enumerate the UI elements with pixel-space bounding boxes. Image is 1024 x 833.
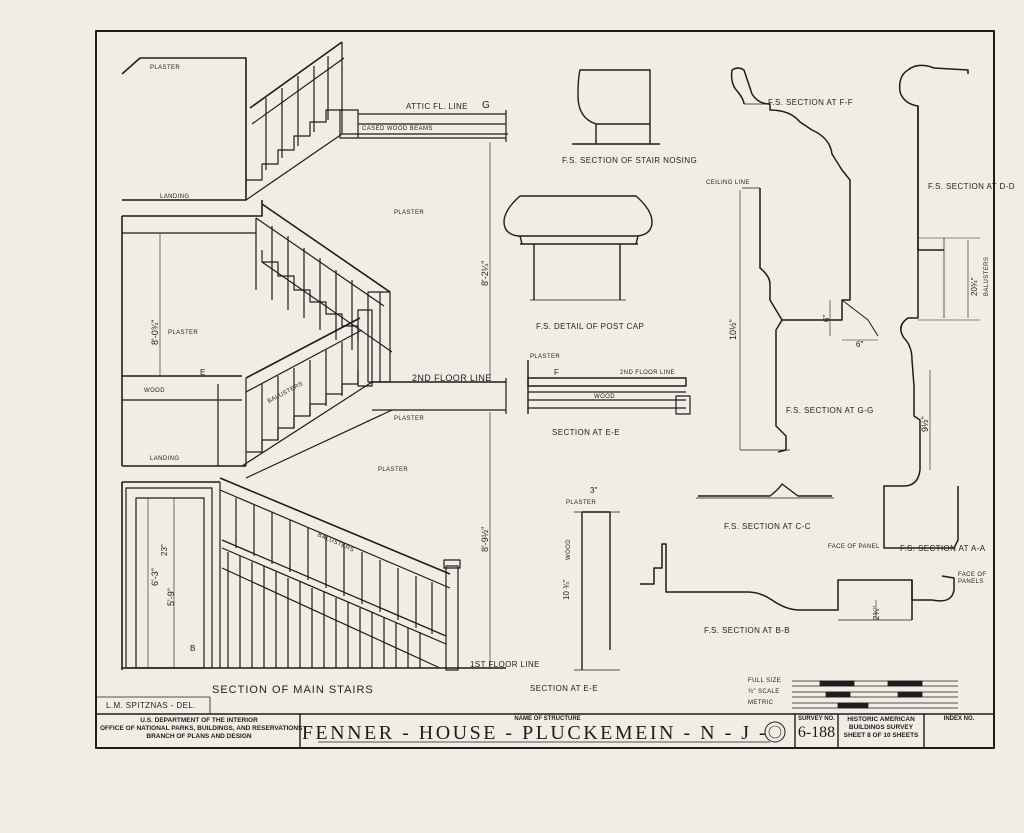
outer-border xyxy=(95,30,995,749)
scale-bars xyxy=(792,680,958,709)
dim-20-3-4: 20¾" xyxy=(970,277,979,296)
scale-three-quarter: ¾" SCALE xyxy=(748,689,780,695)
label-attic-floor-line: ATTIC FL. LINE xyxy=(406,102,468,111)
section-bb xyxy=(640,543,955,621)
caption-section-ff: F.S. SECTION AT F-F xyxy=(768,98,854,107)
caption-post-cap: F.S. DETAIL OF POST CAP xyxy=(536,322,645,331)
post-cap-detail xyxy=(503,195,653,301)
mark-b: B xyxy=(190,644,196,653)
agency-block: U.S. DEPARTMENT OF THE INTERIOR OFFICE O… xyxy=(100,717,303,741)
drawing-main-title: SECTION OF MAIN STAIRS xyxy=(212,684,374,696)
delineator: L.M. SPITZNAS - DEL. xyxy=(106,701,196,710)
habs-line-1: HISTORIC AMERICAN xyxy=(847,716,915,723)
dim-10-1-2: 10½" xyxy=(728,319,738,340)
label-wood-small: WOOD xyxy=(594,394,615,400)
label-ceiling-line: CEILING LINE xyxy=(706,180,750,186)
label-second-floor-line: 2ND FLOOR LINE xyxy=(412,373,492,383)
scale-full-size: FULL SIZE xyxy=(748,678,782,684)
dim-10-3-4: 10 ¾" xyxy=(562,579,571,600)
dim-9-1-2: 9½" xyxy=(920,416,930,432)
label-wood: WOOD xyxy=(144,388,165,394)
mark-f: F xyxy=(554,368,559,377)
caption-stair-nosing: F.S. SECTION OF STAIR NOSING xyxy=(562,156,698,165)
section-cc xyxy=(696,483,834,499)
survey-caption: SURVEY NO. xyxy=(798,716,835,722)
habs-block: HISTORIC AMERICAN BUILDINGS SURVEY SHEET… xyxy=(838,716,924,740)
caption-section-bb: F.S. SECTION AT B-B xyxy=(704,626,790,635)
label-wood-vertical: WOOD xyxy=(566,539,572,560)
label-second-floor-line-small: 2ND FLOOR LINE xyxy=(620,370,675,376)
label-plaster: PLASTER xyxy=(394,210,425,216)
habs-line-2: BUILDINGS SURVEY xyxy=(848,724,914,731)
label-face-of-panel: FACE OF PANEL xyxy=(828,544,880,550)
survey-seal xyxy=(764,721,786,743)
caption-section-cc: F.S. SECTION AT C-C xyxy=(724,522,811,531)
name-caption: NAME OF STRUCTURE xyxy=(514,716,581,722)
dim-6: 6" xyxy=(822,314,831,322)
index-caption: INDEX NO. xyxy=(943,716,975,722)
caption-section-ee-top: SECTION AT E-E xyxy=(552,428,620,437)
caption-section-gg: F.S. SECTION AT G-G xyxy=(786,406,874,415)
dim-23: 23" xyxy=(160,544,169,556)
agency-line-3: BRANCH OF PLANS AND DESIGN xyxy=(146,733,252,740)
label-plaster-small: PLASTER xyxy=(566,500,597,506)
label-landing: LANDING xyxy=(160,194,190,200)
label-plaster: PLASTER xyxy=(378,467,409,473)
dim-5-9: 5'-9" xyxy=(166,588,176,606)
survey-number: 6-188 xyxy=(797,724,836,741)
dim-2-3-4: 2¾" xyxy=(872,606,881,620)
structure-name: FENNER - HOUSE - PLUCKEMEIN - N - J - xyxy=(301,722,769,744)
section-ff-gg-profile xyxy=(730,67,879,453)
label-landing: LANDING xyxy=(150,456,180,462)
section-ee-bottom xyxy=(574,511,620,671)
main-stair-section xyxy=(121,41,508,671)
label-face-of-panels: FACE OF PANELS xyxy=(958,572,987,585)
label-cased-wood-beams: CASED WOOD BEAMS xyxy=(362,126,433,132)
section-ee-top xyxy=(527,360,691,415)
caption-section-dd-1: F.S. SECTION AT D-D xyxy=(928,182,1015,191)
scale-metric: METRIC xyxy=(748,700,774,706)
dim-8-9: 8'-9½" xyxy=(480,526,490,552)
caption-section-ee-bottom: SECTION AT E-E xyxy=(530,684,598,693)
mark-e: E xyxy=(200,368,206,377)
label-first-floor-line: 1ST FLOOR LINE xyxy=(470,660,540,669)
label-plaster: PLASTER xyxy=(150,65,181,71)
label-plaster-small: PLASTER xyxy=(530,354,561,360)
agency-line-1: U.S. DEPARTMENT OF THE INTERIOR xyxy=(140,717,258,724)
sheet-info: SHEET 8 OF 10 SHEETS xyxy=(843,732,919,739)
dim-6-3: 6'-3" xyxy=(150,568,160,586)
dim-3: 3" xyxy=(590,486,598,495)
dim-8-0: 8'-0¾" xyxy=(150,319,160,345)
stair-nosing-detail xyxy=(572,69,660,145)
agency-line-2: OFFICE OF NATIONAL PARKS, BUILDINGS, AND… xyxy=(100,725,303,732)
caption-section-aa: F.S. SECTION AT A-A xyxy=(900,544,986,553)
dim-8-2: 8'-2¼" xyxy=(480,260,490,286)
dim-6: 6" xyxy=(856,340,864,349)
label-plaster: PLASTER xyxy=(394,416,425,422)
label-plaster: PLASTER xyxy=(168,330,199,336)
section-dd-aa-profile xyxy=(883,64,980,549)
mark-g: G xyxy=(482,100,490,111)
label-balusters-vertical: BALUSTERS xyxy=(984,256,990,296)
